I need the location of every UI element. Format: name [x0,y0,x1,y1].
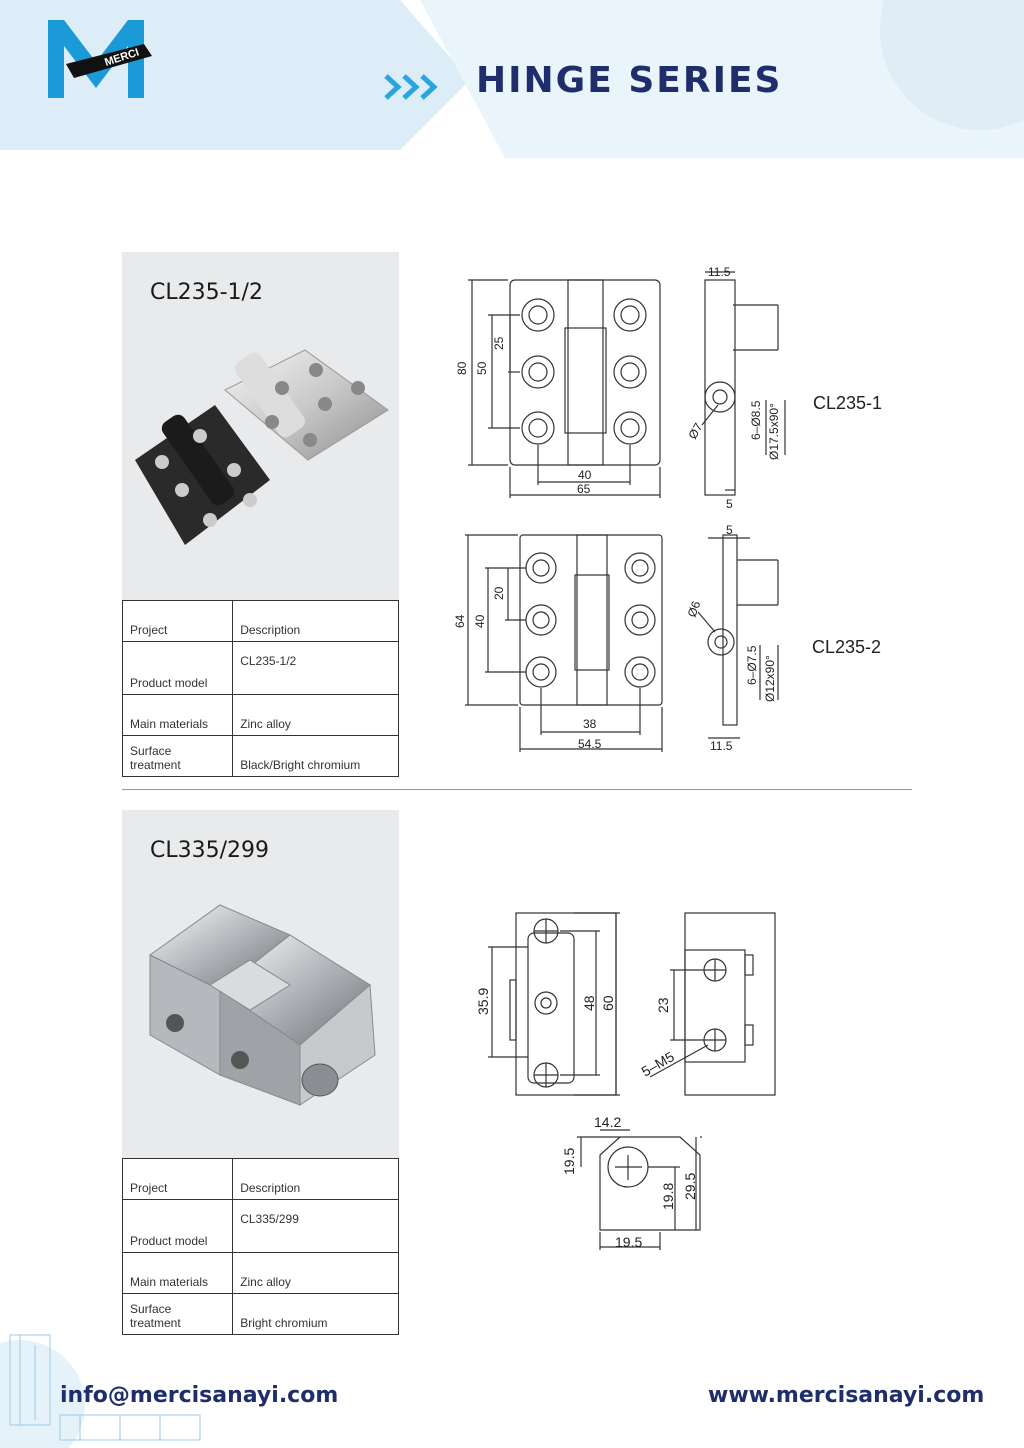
svg-text:5–M5: 5–M5 [639,1048,678,1079]
svg-text:5: 5 [726,497,733,510]
spec-label: Project [121,1158,234,1200]
spec-label: Product model [121,1199,234,1253]
variant-label: CL235-2 [812,637,882,657]
svg-text:Ø12x90°: Ø12x90° [763,655,777,702]
spec-value: Bright chromium [232,1293,399,1335]
spec-value: CL235-1/2 [232,641,399,695]
svg-text:6–Ø7.5: 6–Ø7.5 [745,645,759,685]
footer-website[interactable]: www.mercisanayi.com [708,1383,985,1408]
spec-table-cl335: Project Description Product model CL335/… [121,1158,399,1335]
svg-text:60: 60 [600,995,616,1011]
svg-text:20: 20 [492,586,506,600]
footer-email[interactable]: info@mercisanayi.com [60,1383,339,1408]
svg-text:19.8: 19.8 [660,1183,676,1210]
svg-text:50: 50 [475,361,489,375]
table-row: Surface treatment Bright chromium [121,1293,399,1335]
technical-drawing-cl335: 35.9 48 60 23 5–M5 14.2 19.5 19.8 29.5 1… [475,912,776,1250]
svg-text:14.2: 14.2 [594,1114,621,1130]
table-row: Product model CL335/299 [121,1199,399,1253]
svg-text:23: 23 [655,997,671,1013]
footer-decoration [0,1334,201,1448]
spec-value: Description [232,600,399,642]
variant-label: CL235-1 [813,393,883,413]
section-divider [122,789,912,790]
model-title: CL235-1/2 [150,280,263,305]
spec-value: Black/Bright chromium [232,735,399,777]
spec-value: Zinc alloy [232,694,399,736]
table-row: Main materials Zinc alloy [121,694,399,736]
svg-text:6–Ø8.5: 6–Ø8.5 [749,400,763,440]
merci-logo: MERCI [48,20,152,98]
hinge-photo [149,904,376,1106]
spec-value: CL335/299 [232,1199,399,1253]
svg-text:54.5: 54.5 [578,737,602,751]
svg-text:11.5: 11.5 [710,739,733,753]
table-row: Project Description [121,1158,399,1200]
svg-text:19.5: 19.5 [561,1148,577,1175]
svg-text:80: 80 [455,361,469,375]
svg-text:5: 5 [726,523,733,537]
chevron-arrows-icon [384,74,438,100]
table-row: Surface treatment Black/Bright chromium [121,735,399,777]
spec-label: Main materials [121,1252,234,1294]
spec-label: Surface treatment [121,735,234,777]
spec-value: Description [232,1158,399,1200]
svg-text:19.5: 19.5 [615,1234,642,1250]
table-row: Project Description [121,600,399,642]
spec-label: Product model [121,641,234,695]
spec-value: Zinc alloy [232,1252,399,1294]
svg-text:Ø6: Ø6 [685,599,704,619]
table-row: Main materials Zinc alloy [121,1252,399,1294]
technical-drawing-cl235-2: 64 40 20 38 54.5 5 11.5 Ø6 6–Ø7.5 Ø12x90… [453,523,779,753]
svg-text:40: 40 [473,614,487,628]
svg-text:40: 40 [578,468,592,482]
technical-drawing-cl235-1: 80 50 25 40 65 11.5 5 Ø7 6–Ø8.5 Ø17.5x90… [455,265,786,510]
table-row: Product model CL235-1/2 [121,641,399,695]
svg-text:25: 25 [492,336,506,350]
spec-label: Surface treatment [121,1293,234,1335]
svg-text:48: 48 [581,995,597,1011]
page-title: HINGE SERIES [476,60,783,101]
svg-text:35.9: 35.9 [475,988,491,1015]
svg-text:64: 64 [453,614,467,628]
svg-text:38: 38 [583,717,597,731]
spec-label: Project [121,600,234,642]
svg-text:29.5: 29.5 [682,1173,698,1200]
svg-text:11.5: 11.5 [708,265,731,279]
spec-table-cl235: Project Description Product model CL235-… [121,600,399,777]
svg-text:65: 65 [577,482,591,496]
model-title: CL335/299 [150,838,270,863]
spec-label: Main materials [121,694,234,736]
hinge-photo [135,349,389,545]
svg-text:Ø17.5x90°: Ø17.5x90° [767,403,781,460]
